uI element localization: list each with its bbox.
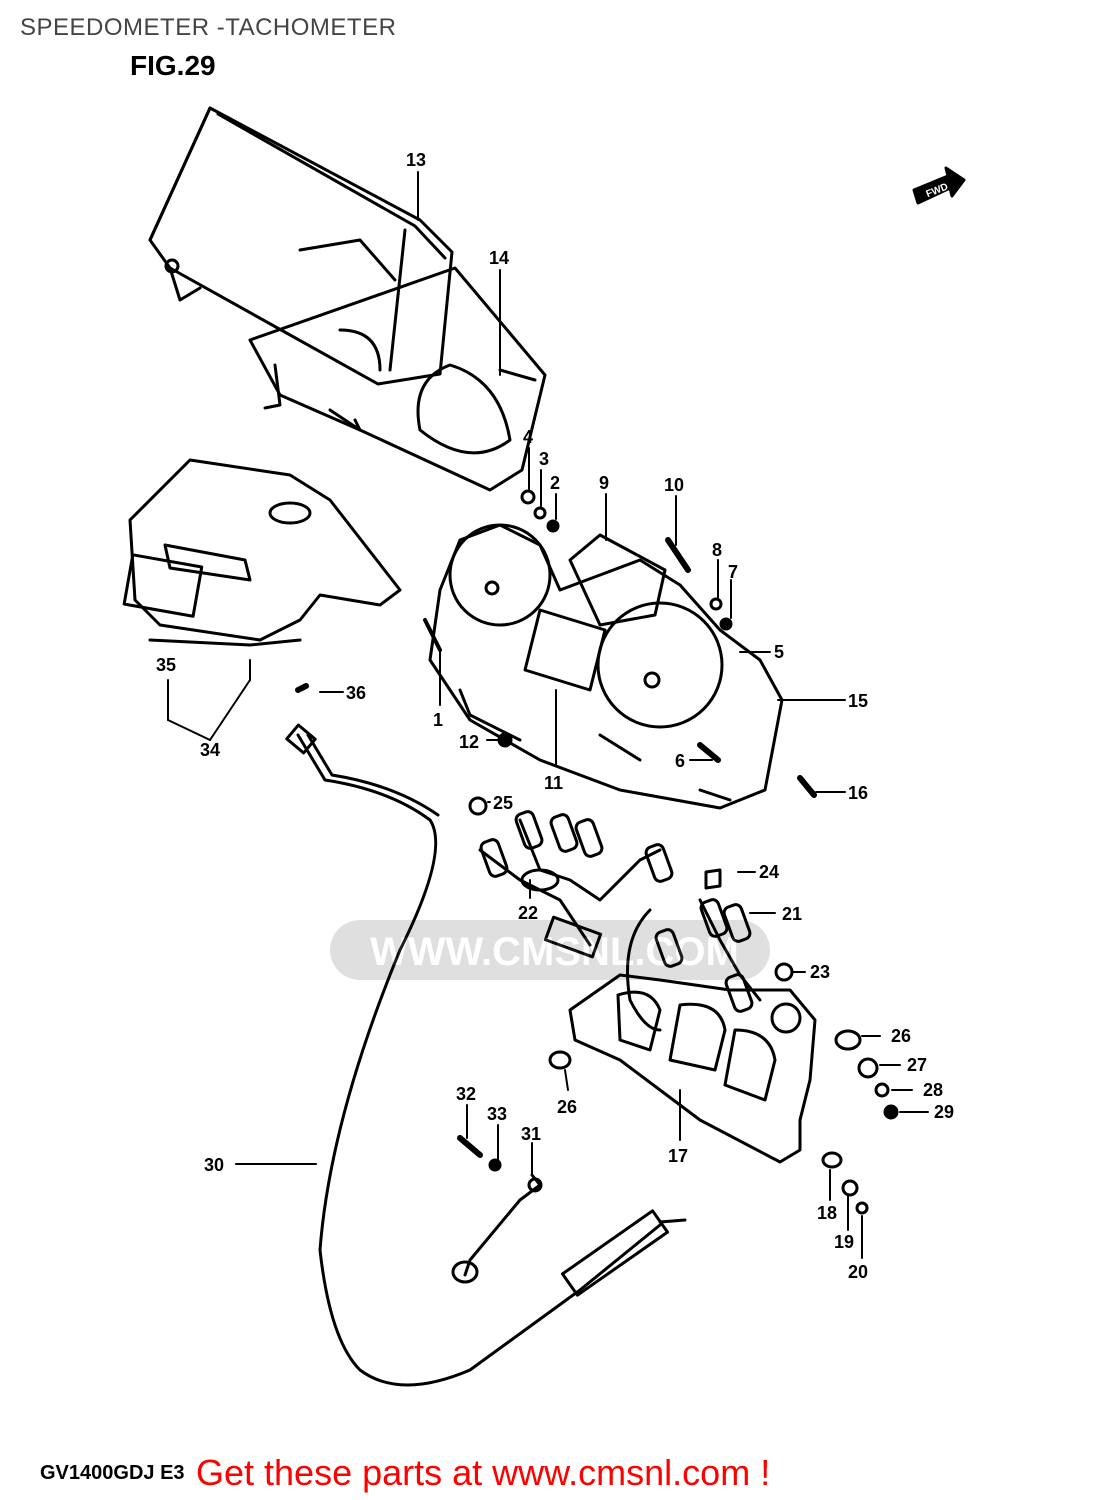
callout-32: 32 (456, 1084, 476, 1104)
page-title: SPEEDOMETER -TACHOMETER (20, 14, 397, 41)
meter-visor-frame (248, 266, 547, 492)
model-code: GV1400GDJ E3 (40, 1462, 185, 1484)
callout-4: 4 (523, 427, 533, 447)
meter-bracket (568, 973, 817, 1164)
figure-number: FIG.29 (130, 50, 216, 81)
callout-24: 24 (759, 862, 779, 882)
wiring-harness (468, 796, 794, 1032)
callout-14: 14 (489, 248, 509, 268)
meter-assembly (428, 523, 784, 810)
callout-7: 7 (728, 562, 738, 582)
callout-11: 11 (544, 773, 563, 793)
callout-12: 12 (459, 732, 479, 752)
callout-3: 3 (539, 449, 549, 469)
callout-5: 5 (774, 642, 784, 662)
callout-10: 10 (664, 475, 684, 495)
leader-lines (167, 171, 929, 1259)
callout-8: 8 (712, 540, 722, 560)
callout-1: 1 (433, 710, 443, 730)
callout-15: 15 (848, 691, 868, 711)
cable-clamp (451, 1173, 543, 1284)
callout-9: 9 (599, 473, 609, 493)
watermark-text: WWW.CMSNL.COM (370, 930, 739, 974)
callout-35: 35 (156, 655, 176, 675)
callout-29: 29 (934, 1102, 954, 1122)
callout-16: 16 (848, 783, 868, 803)
callout-28: 28 (923, 1080, 943, 1100)
callout-25: 25 (493, 793, 513, 813)
callout-27: 27 (907, 1055, 927, 1075)
callout-36: 36 (346, 683, 366, 703)
fasteners (295, 489, 899, 1215)
watermark: WWW.CMSNL.COM (330, 920, 770, 980)
visor-glass (148, 106, 454, 386)
callout-19: 19 (834, 1232, 854, 1252)
callout-33: 33 (487, 1104, 507, 1124)
callout-13: 13 (406, 150, 426, 170)
callout-21: 21 (782, 904, 802, 924)
callout-labels: 13 14 4 3 2 9 10 8 7 5 15 16 6 1 12 11 3… (156, 150, 954, 1282)
callout-22: 22 (518, 903, 538, 923)
callout-30: 30 (204, 1155, 224, 1175)
callout-17: 17 (668, 1146, 688, 1166)
callout-23: 23 (810, 962, 830, 982)
callout-2: 2 (550, 473, 560, 493)
speedometer-cable (285, 723, 687, 1387)
callout-34: 34 (200, 740, 220, 760)
callout-26-left: 26 (557, 1097, 577, 1117)
callout-20: 20 (848, 1262, 868, 1282)
callout-18: 18 (817, 1203, 837, 1223)
promo-link[interactable]: Get these parts at www.cmsnl.com ! (196, 1452, 771, 1493)
callout-26-right: 26 (891, 1026, 911, 1046)
callout-31: 31 (521, 1124, 541, 1144)
lower-meter-cover (122, 458, 402, 647)
fwd-arrow-icon: FWD (912, 166, 966, 205)
callout-6: 6 (675, 751, 685, 771)
